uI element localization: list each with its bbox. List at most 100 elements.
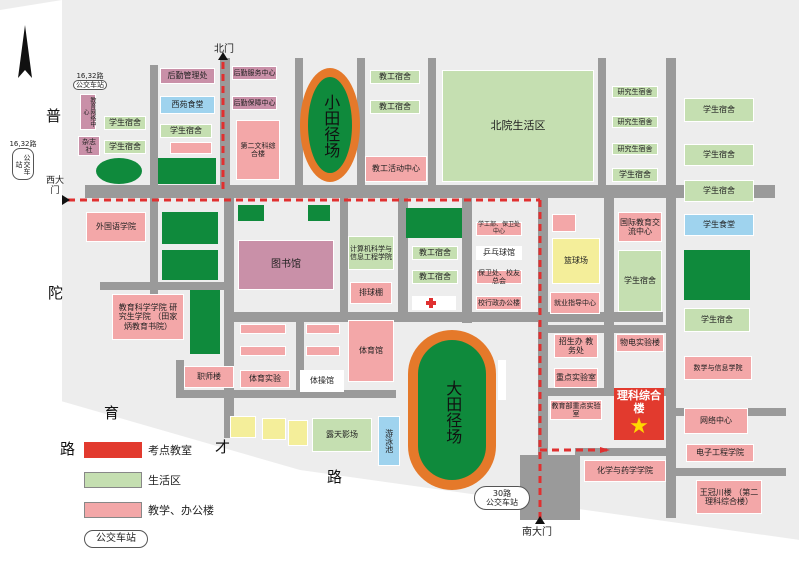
s-yellow-3: [288, 420, 308, 446]
legend-label-teaching: 教学、办公楼: [148, 504, 214, 517]
yucai-road: [40, 395, 799, 576]
zhongdian-2: 教育部重点实验室: [550, 400, 602, 420]
lutian: 露天影场: [312, 418, 372, 452]
bus-route-label: 16,32路: [76, 71, 104, 80]
nw-small-pink: [170, 142, 212, 154]
road-name-lu-left: 路: [60, 440, 76, 458]
xuesheng-e-1: 学生宿舍: [684, 98, 754, 122]
north-ns-road: [220, 58, 230, 188]
zazhishe: 杂志社: [78, 136, 100, 156]
west-gate: 西大门: [45, 175, 64, 196]
xuesheng-nw-2: 学生宿舍: [160, 124, 212, 138]
c-white: [498, 360, 506, 400]
road-name-pu: 普: [46, 107, 62, 125]
jiaogong-huodong: 教工活动中心: [365, 156, 427, 182]
w-field-3: [190, 290, 220, 354]
nw-field-2: [158, 158, 216, 184]
paiqiu: 排球棚: [350, 282, 392, 304]
s-yellow-1: [230, 416, 256, 438]
star-icon: ★: [629, 413, 649, 439]
xiyuan-shitang: 西苑食堂: [160, 96, 215, 114]
dier-wenke: 第二文科综合楼: [236, 120, 280, 180]
legend-label-life: 生活区: [148, 474, 181, 487]
youyong: 游泳池: [378, 416, 400, 466]
w-field-1: [162, 212, 218, 244]
bus-stop-label: 公交车站: [73, 80, 107, 91]
yanjiusheng-1: 研究生宿舍: [612, 86, 658, 98]
main-ew-road: [85, 185, 775, 198]
road-name-cai: 才: [215, 438, 231, 456]
xuesheng-e-4: 学生宿舍: [684, 308, 750, 332]
wangguan: 王冠川楼 （第二理科综合楼）: [696, 480, 762, 514]
bus-route-label: 30路: [492, 488, 512, 498]
xuesheng-e-3: 学生宿舍: [684, 180, 754, 202]
lanqiuchang: 篮球场: [552, 238, 600, 284]
bus-stop-south: 30路 公交车站: [474, 486, 530, 510]
yanjiusheng-2: 研究生宿舍: [612, 116, 658, 128]
north-arrow-icon: [18, 25, 32, 78]
pingpang: 乒乓球馆: [476, 246, 522, 260]
xuesheng-e-5: 学生宿舍: [618, 250, 662, 312]
like-label: 理科综合楼: [617, 389, 661, 415]
beiyuan: 北院生活区: [442, 70, 594, 182]
c-pink-2: [240, 346, 286, 356]
legend-label-exam: 考点教室: [148, 444, 192, 457]
legend-swatch-life: [84, 472, 142, 488]
baoweichu: 保卫处、校友总会: [476, 268, 522, 285]
waiguoyu: 外国语学院: [86, 212, 146, 242]
xuesheng-nw-3: 学生宿舍: [104, 140, 146, 154]
yanjiusheng-3: 研究生宿舍: [612, 143, 658, 155]
legend-swatch-exam: [84, 442, 142, 458]
bus-stop-top-left: 16,32路 公交车站: [66, 70, 114, 92]
c-pink-4: [306, 346, 340, 356]
dianzi: 电子工程学院: [686, 444, 754, 462]
bus-route-label: 16,32路: [9, 140, 37, 148]
datianjing: 大田径场: [443, 380, 463, 444]
road-name-lu-right: 路: [327, 468, 343, 486]
south-gate: 南大门: [522, 527, 552, 539]
jiaogong-n-2: 教工宿舍: [370, 100, 420, 114]
jiuye: 就业指导中心: [550, 292, 600, 314]
s-yellow-2: [262, 418, 286, 440]
wangluo: 网络中心: [684, 408, 748, 434]
c-pink-1: [240, 324, 286, 334]
jiaogong-n-1: 教工宿舍: [370, 70, 420, 84]
c-field-3: [406, 208, 462, 238]
bus-stop-left: 16,32路 公交车站: [2, 140, 44, 180]
xuesheng-ne-1: 学生宿舍: [612, 168, 658, 182]
bus-stop-label: 公交车站: [11, 148, 35, 180]
zhaosheng: 招生办 教务处: [554, 334, 598, 358]
jisuanji: 计算机科学与信息工程学院: [348, 236, 394, 270]
houqin-guanli: 后勤管理处: [160, 68, 215, 84]
mid-ns-road: [295, 58, 303, 188]
e-field: [684, 250, 750, 300]
nw-field: [96, 158, 142, 184]
guoji: 国际教育交流中心: [618, 212, 662, 242]
tiyu-shiyan: 体育实验: [240, 370, 290, 388]
tushuguan: 图书馆: [238, 240, 334, 290]
tiyuguan: 体育馆: [348, 320, 394, 382]
huaxue: 化学与药学学院: [584, 460, 666, 482]
xuesheng-e-2: 学生宿舍: [684, 144, 754, 166]
c-field-2: [308, 205, 330, 221]
legend-bus-stop: 公交车站: [84, 530, 148, 548]
legend-swatch-teaching: [84, 502, 142, 518]
ticaoguan: 体操馆: [300, 370, 344, 392]
zhishilou: 职师楼: [184, 366, 234, 388]
xuesheng-shitang: 学生食堂: [684, 214, 754, 236]
bus-stop-label: 公交车站: [486, 498, 518, 507]
w-field-2: [162, 250, 218, 280]
lanqiu-pink-1: [552, 214, 576, 232]
houqin-baozhang: 后勤保障中心: [232, 96, 277, 110]
wudian: 物电实验楼: [616, 334, 664, 352]
jiaogong-c-2: 教工宿舍: [412, 270, 458, 284]
c-field-1: [238, 205, 264, 221]
c-pink-3: [306, 324, 340, 334]
xiaoxing-zheng: 校行政办公楼: [476, 296, 522, 310]
road-name-yu: 育: [104, 404, 120, 422]
jiaogong-c-1: 教工宿舍: [412, 246, 458, 260]
like-zonghe: 理科综合楼 ★: [614, 388, 664, 440]
north-gate: 北门: [214, 44, 234, 56]
zhongdian-1: 重点实验室: [554, 368, 598, 388]
